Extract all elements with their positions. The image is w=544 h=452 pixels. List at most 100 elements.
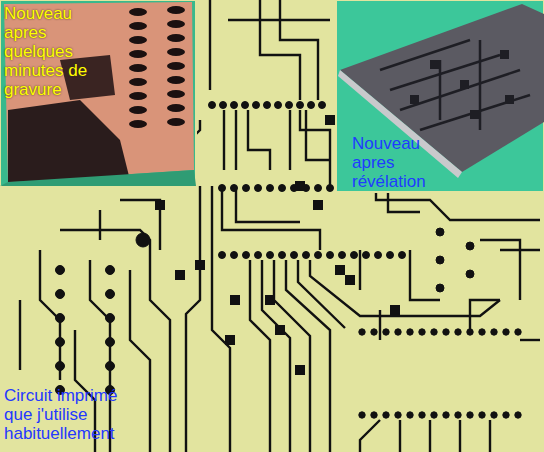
pad bbox=[503, 329, 509, 335]
pad bbox=[243, 252, 250, 259]
pad bbox=[383, 412, 389, 418]
pad bbox=[106, 266, 115, 275]
pad bbox=[167, 62, 185, 70]
pad bbox=[407, 412, 413, 418]
pad bbox=[375, 252, 382, 259]
trace bbox=[289, 110, 291, 170]
pad bbox=[267, 252, 274, 259]
pad bbox=[297, 102, 304, 109]
resist-pad bbox=[410, 95, 419, 104]
pad bbox=[467, 412, 473, 418]
pad bbox=[56, 362, 65, 371]
pad bbox=[395, 329, 401, 335]
trace bbox=[429, 420, 431, 452]
pad bbox=[395, 412, 401, 418]
trace bbox=[120, 200, 160, 250]
trace bbox=[359, 250, 361, 290]
pad bbox=[383, 329, 389, 335]
trace bbox=[19, 300, 21, 370]
resist-pad bbox=[460, 80, 469, 89]
pad bbox=[315, 185, 322, 192]
pad bbox=[303, 252, 310, 259]
resist-trace bbox=[439, 60, 442, 120]
square-pad bbox=[225, 335, 235, 345]
pad bbox=[264, 102, 271, 109]
copper-traces bbox=[20, 0, 540, 452]
pad bbox=[351, 252, 358, 259]
resist-trace bbox=[479, 40, 482, 130]
pad bbox=[220, 102, 227, 109]
pad bbox=[167, 118, 185, 126]
square-pad bbox=[275, 325, 285, 335]
square-pad bbox=[335, 265, 345, 275]
photo-caption: Nouveau apres révélation bbox=[352, 134, 442, 191]
trace bbox=[298, 260, 345, 328]
pad bbox=[371, 412, 377, 418]
pad bbox=[56, 338, 65, 347]
resist-pad bbox=[430, 60, 439, 69]
resist-pad bbox=[500, 50, 509, 59]
pad bbox=[407, 329, 413, 335]
pad bbox=[308, 102, 315, 109]
pad bbox=[129, 22, 147, 30]
inset-etched-board bbox=[0, 0, 196, 186]
pad bbox=[436, 256, 444, 264]
pad bbox=[491, 329, 497, 335]
trace bbox=[222, 190, 320, 250]
pad bbox=[431, 412, 437, 418]
trace bbox=[99, 210, 101, 240]
square-pad bbox=[345, 275, 355, 285]
pad bbox=[129, 92, 147, 100]
resist-trace bbox=[390, 55, 500, 90]
square-pad bbox=[175, 270, 185, 280]
square-pad bbox=[295, 365, 305, 375]
trace bbox=[250, 260, 270, 452]
pad bbox=[167, 20, 185, 28]
pad bbox=[243, 185, 250, 192]
trace bbox=[223, 110, 225, 170]
photo-caption: Circuit imprimé que j'utilise habituelle… bbox=[4, 386, 129, 443]
trace bbox=[470, 300, 500, 330]
pad bbox=[167, 6, 185, 14]
pad bbox=[327, 252, 334, 259]
pad bbox=[291, 252, 298, 259]
pad bbox=[419, 329, 425, 335]
pad bbox=[279, 252, 286, 259]
pad bbox=[167, 34, 185, 42]
pad bbox=[242, 102, 249, 109]
pad bbox=[129, 8, 147, 16]
pad bbox=[419, 412, 425, 418]
trace bbox=[228, 19, 330, 21]
trace bbox=[489, 420, 491, 452]
pad bbox=[231, 185, 238, 192]
pad bbox=[399, 252, 406, 259]
pad bbox=[359, 412, 365, 418]
pad bbox=[491, 412, 497, 418]
pad bbox=[359, 329, 365, 335]
pad bbox=[56, 314, 65, 323]
pad bbox=[275, 102, 282, 109]
resist-trace bbox=[420, 95, 530, 130]
pad bbox=[106, 290, 115, 299]
pad bbox=[129, 78, 147, 86]
pad bbox=[267, 185, 274, 192]
pad bbox=[455, 329, 461, 335]
pad bbox=[106, 362, 115, 371]
resist-trace bbox=[380, 40, 470, 70]
pad bbox=[219, 252, 226, 259]
pad bbox=[455, 412, 461, 418]
pad bbox=[315, 252, 322, 259]
pad bbox=[219, 185, 226, 192]
pad bbox=[286, 102, 293, 109]
trace bbox=[399, 420, 401, 452]
pad bbox=[479, 329, 485, 335]
trace bbox=[360, 420, 380, 452]
pad bbox=[231, 102, 238, 109]
pad bbox=[443, 412, 449, 418]
pad bbox=[56, 290, 65, 299]
trace bbox=[500, 249, 540, 251]
trace bbox=[388, 190, 420, 212]
pad bbox=[479, 412, 485, 418]
pad bbox=[503, 412, 509, 418]
